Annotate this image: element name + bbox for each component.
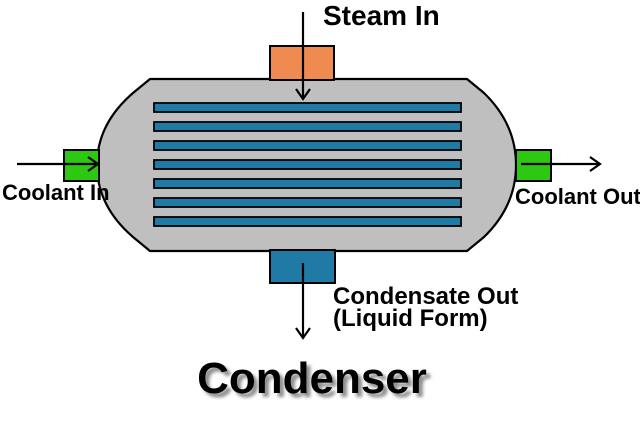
condensate-out-label-line1: Condensate Out (333, 283, 519, 310)
steam-in-label: Steam In (323, 0, 440, 31)
diagram-title: Condenser (197, 354, 427, 403)
condenser-tube (153, 121, 462, 132)
condenser-tube (153, 197, 462, 208)
coolant-outlet-port (515, 149, 552, 182)
condenser-tube (153, 216, 462, 227)
steam-in-arrow (295, 12, 311, 101)
condenser-tube (153, 140, 462, 151)
coolant-in-label: Coolant In (2, 180, 110, 205)
condenser-tube (153, 178, 462, 189)
condenser-tube (153, 159, 462, 170)
condensate-out-label: Condensate Out (Liquid Form) (333, 283, 519, 332)
condensate-out-label-line2: (Liquid Form) (333, 305, 488, 332)
coolant-in-arrow (17, 156, 100, 172)
coolant-out-arrow (521, 156, 602, 172)
tube-bundle (153, 102, 462, 227)
coolant-out-label: Coolant Out (515, 184, 640, 209)
condensate-out-arrow (295, 263, 311, 340)
condenser-tube (153, 102, 462, 113)
coolant-inlet-port (63, 149, 100, 182)
